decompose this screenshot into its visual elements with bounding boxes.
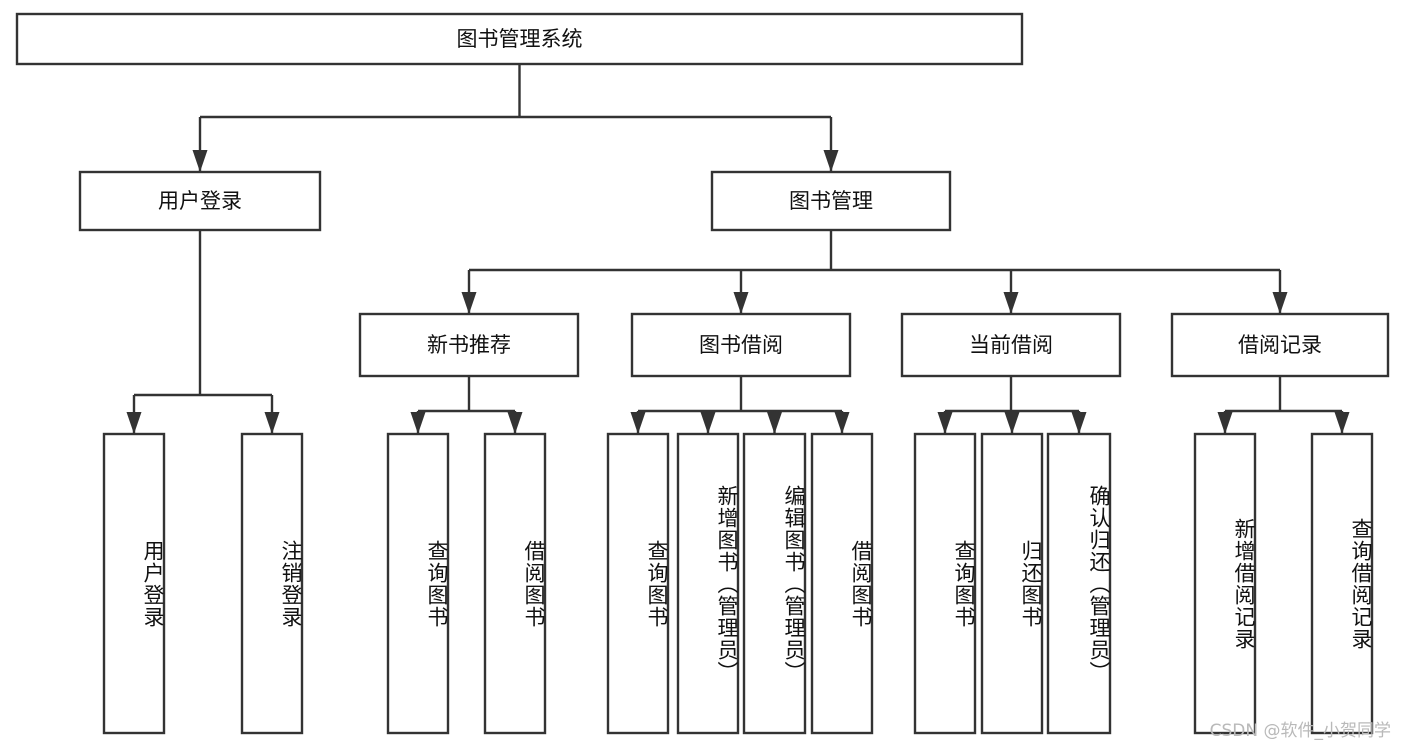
node-box[interactable] <box>900 312 1122 378</box>
node-box[interactable] <box>913 432 977 735</box>
leaf-node-leaf-query-book-3[interactable] <box>913 432 977 735</box>
arrow-head-icon <box>126 412 142 434</box>
arrow-head-icon <box>630 412 646 434</box>
leaf-node-leaf-query-book-1[interactable] <box>386 432 450 735</box>
node-box[interactable] <box>630 312 852 378</box>
arrow-head-icon <box>700 412 716 434</box>
arrow-head-icon <box>1004 412 1020 434</box>
node-box[interactable] <box>483 432 547 735</box>
arrow-head-icon <box>507 412 523 434</box>
arrow-head-icon <box>1334 412 1350 434</box>
node-box[interactable] <box>1193 432 1257 735</box>
leaf-node-leaf-add-book[interactable] <box>676 432 740 735</box>
node-label: 图书管理系统 <box>457 27 583 51</box>
leaf-node-leaf-query-book-2[interactable] <box>606 432 670 735</box>
level3-node-current-borrow[interactable]: 当前借阅 <box>900 312 1122 378</box>
arrow-head-icon <box>767 412 782 434</box>
arrow-head-icon <box>823 150 839 172</box>
node-box[interactable] <box>676 432 740 735</box>
arrow-head-icon <box>461 292 477 314</box>
node-box[interactable] <box>78 170 322 232</box>
node-box[interactable] <box>980 432 1044 735</box>
root-node-root[interactable]: 图书管理系统 <box>15 12 1024 66</box>
leaf-node-leaf-return-book[interactable] <box>980 432 1044 735</box>
level2-node-book-manage[interactable]: 图书管理 <box>710 170 952 232</box>
node-box[interactable] <box>1310 432 1374 735</box>
arrow-head-icon <box>192 150 208 172</box>
node-box[interactable] <box>358 312 580 378</box>
level2-node-user-login[interactable]: 用户登录 <box>78 170 322 232</box>
node-box[interactable] <box>606 432 670 735</box>
leaf-node-leaf-confirm-return[interactable] <box>1046 432 1112 735</box>
arrow-head-icon <box>1272 292 1288 314</box>
leaf-node-leaf-edit-book[interactable] <box>742 432 807 735</box>
node-label: 图书借阅 <box>699 333 783 357</box>
connector-layer <box>126 64 1350 434</box>
leaf-node-leaf-user-login[interactable] <box>102 432 166 735</box>
node-label: 借阅记录 <box>1238 333 1322 357</box>
arrow-head-icon <box>410 412 426 434</box>
node-box[interactable] <box>810 432 874 735</box>
level3-node-borrow-record[interactable]: 借阅记录 <box>1170 312 1390 378</box>
node-box[interactable] <box>1046 432 1112 735</box>
level3-node-book-borrow[interactable]: 图书借阅 <box>630 312 852 378</box>
node-box[interactable] <box>15 12 1024 66</box>
node-box[interactable] <box>742 432 807 735</box>
node-box[interactable] <box>1170 312 1390 378</box>
level3-node-new-book-rec[interactable]: 新书推荐 <box>358 312 580 378</box>
arrow-head-icon <box>1071 412 1087 434</box>
node-box[interactable] <box>240 432 304 735</box>
arrow-head-icon <box>1217 412 1233 434</box>
leaf-node-leaf-user-logout[interactable] <box>240 432 304 735</box>
node-box[interactable] <box>102 432 166 735</box>
arrow-head-icon <box>264 412 280 434</box>
arrow-head-icon <box>937 412 953 434</box>
arrow-head-icon <box>1003 292 1019 314</box>
node-box[interactable] <box>710 170 952 232</box>
node-label: 新书推荐 <box>427 333 511 357</box>
arrow-head-icon <box>733 292 749 314</box>
leaf-node-leaf-borrow-book-2[interactable] <box>810 432 874 735</box>
leaf-node-leaf-borrow-book-1[interactable] <box>483 432 547 735</box>
node-label: 用户登录 <box>158 189 242 213</box>
node-label: 当前借阅 <box>969 333 1053 357</box>
leaf-node-leaf-add-record[interactable] <box>1193 432 1257 735</box>
node-label: 图书管理 <box>789 189 873 213</box>
arrow-head-icon <box>834 412 850 434</box>
leaf-node-leaf-query-record[interactable] <box>1310 432 1374 735</box>
node-box[interactable] <box>386 432 450 735</box>
watermark-text: CSDN @软件_小贺同学 <box>1209 721 1391 741</box>
